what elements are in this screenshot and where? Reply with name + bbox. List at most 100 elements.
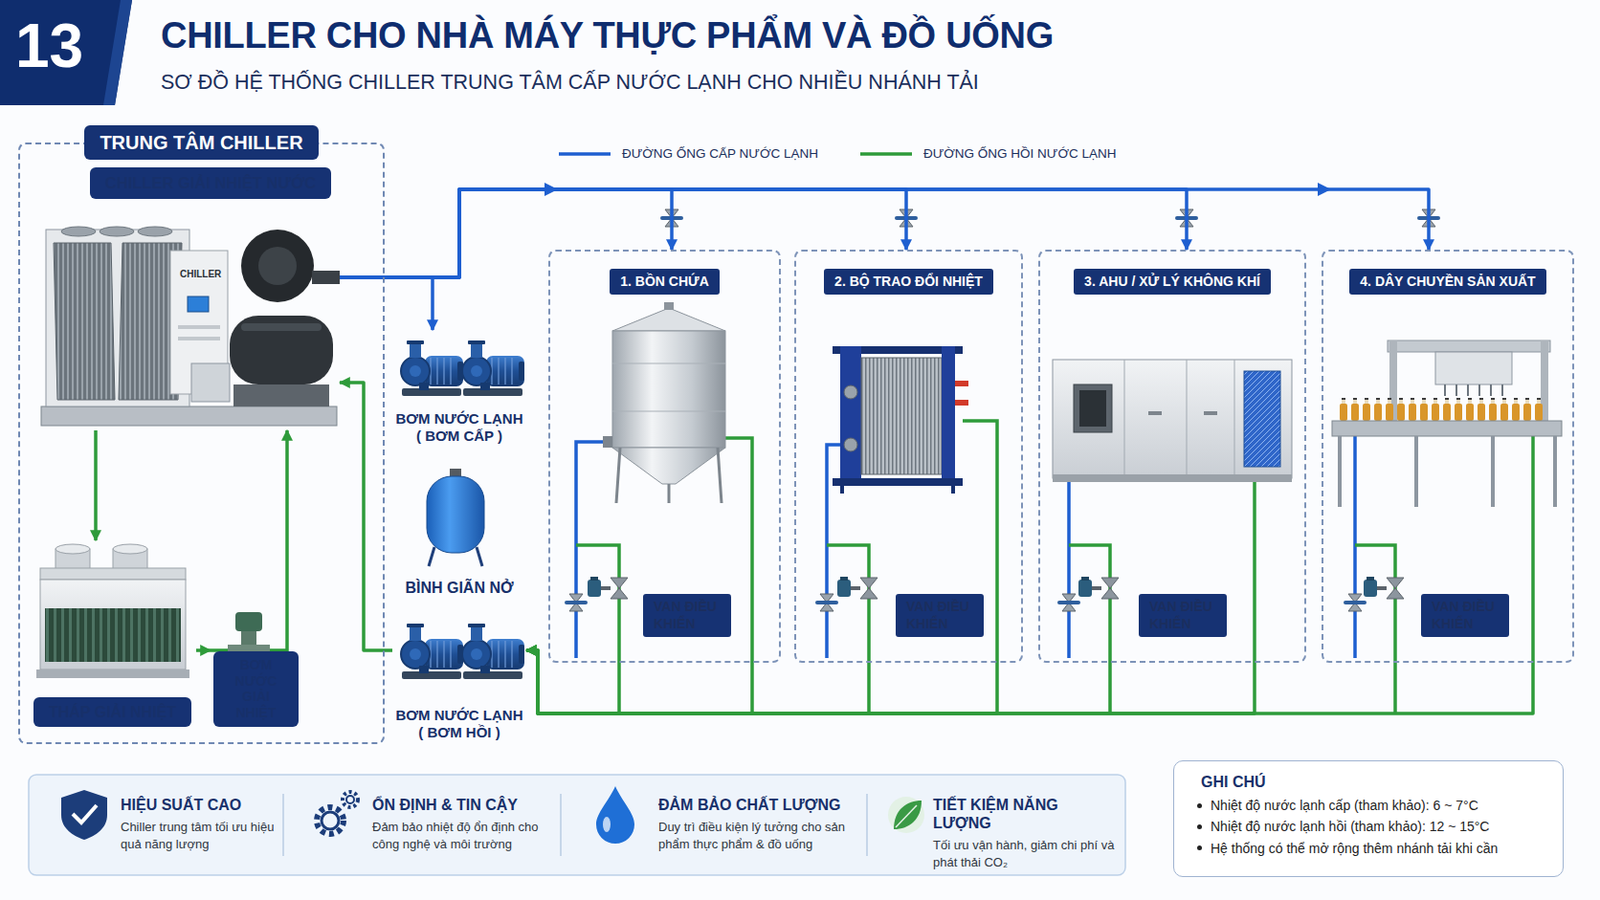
production-line-figure	[1337, 398, 1545, 422]
node-heading: BƠM NƯỚC GIẢI NHIỆT	[213, 651, 299, 728]
heat-exchanger-figure	[955, 380, 969, 387]
storage-tank-figure	[612, 447, 726, 485]
branch-valves	[587, 577, 628, 600]
return-pipe	[93, 430, 98, 541]
expansion-tank: BÌNH GIÃN NỞ	[392, 572, 527, 598]
heat-exchanger-figure	[955, 400, 969, 406]
node-text: ỔN ĐỊNH & TIN CẬY	[372, 797, 518, 814]
control-valve: VAN ĐIỀU KHIỂN	[1421, 577, 1510, 638]
control-valve: VAN ĐIỀU KHIỂN	[1138, 577, 1227, 638]
diagram-title: CHILLER CHO NHÀ MÁY THỰC PHẨM VÀ ĐỒ UỐNG	[160, 13, 1054, 60]
storage-tank-figure	[612, 331, 726, 448]
branch-valves	[1057, 594, 1081, 612]
leaf-icon	[888, 797, 925, 834]
node-heading: BƠM NƯỚC LẠNH ( BƠM HỒI )	[395, 707, 524, 742]
bullet-dot	[1197, 845, 1202, 851]
return-pipe	[285, 430, 289, 603]
feature-item: ĐẢM BẢO CHẤT LƯỢNG Duy trì điều kiện lý t…	[658, 796, 862, 853]
return-pipe	[196, 648, 211, 653]
node-heading: VAN ĐIỀU KHIỂN	[1138, 594, 1227, 638]
chiller-machine	[187, 296, 209, 312]
chiller-machine	[41, 406, 337, 426]
node-text: TRUNG TÂM CHILLER	[99, 132, 303, 154]
heat-exchanger-figure	[844, 438, 858, 452]
branch-pipes	[1066, 482, 1071, 659]
condenser-pump: BƠM NƯỚC GIẢI NHIỆT	[210, 602, 302, 728]
storage-tank-figure	[664, 302, 674, 311]
node-heading: GHI CHÚ	[1200, 774, 1548, 792]
cooling-tower: THÁP GIẢI NHIỆT	[28, 540, 197, 728]
node-text: BƠM NƯỚC GIẢI NHIỆT	[235, 657, 278, 721]
node-heading: TRUNG TÂM CHILLER	[84, 125, 318, 160]
ahu-figure	[1203, 411, 1218, 416]
return-pump: BƠM NƯỚC LẠNH ( BƠM HỒI )	[392, 617, 527, 742]
connectors	[95, 189, 1534, 714]
gears-icon	[342, 792, 358, 808]
heat-exchanger-figure	[861, 357, 942, 475]
leaf-icon	[893, 800, 922, 830]
supply-pipe	[339, 189, 907, 278]
node-body: Duy trì điều kiện lý tưởng cho sản phẩm …	[658, 819, 862, 853]
ahu-figure	[1073, 384, 1112, 433]
node-body: Nhiệt độ nước lạnh cấp (tham khảo): 6 ~ …	[1197, 795, 1548, 817]
expansion-tank-figure	[428, 547, 483, 567]
node-body: Đảm bảo nhiệt độ ổn định cho công nghệ v…	[372, 819, 555, 853]
gears-icon	[316, 792, 358, 835]
gears-icon	[321, 812, 339, 830]
cooling-tower-figure	[112, 544, 148, 555]
node-text: 1. BỒN CHỨA	[620, 273, 710, 289]
branch-pipes	[1531, 436, 1535, 664]
branch-pipes	[1252, 482, 1257, 664]
load-branch: 3. AHU / XỬ LÝ KHÔNG KHÍVAN ĐIỀU KHIỂN	[1038, 249, 1307, 664]
feature-panel	[28, 775, 1126, 876]
heat-exchanger-figure	[832, 346, 969, 494]
header-badge	[103, 0, 133, 106]
expansion-tank-figure	[426, 468, 485, 567]
node-heading: VAN ĐIỀU KHIỂN	[643, 594, 732, 638]
node-text: Hệ thống có thể mở rộng thêm nhánh tải k…	[1210, 838, 1498, 860]
section-number: 13	[15, 15, 84, 77]
supply-pipe	[339, 189, 672, 278]
drop-icon	[596, 786, 635, 845]
chiller-machine	[241, 323, 322, 332]
node-heading: BƠM NƯỚC LẠNH ( BƠM CẤP )	[395, 410, 524, 445]
node-text: Đảm bảo nhiệt độ ổn định cho công nghệ v…	[372, 820, 538, 852]
bullet-dot	[1197, 803, 1202, 809]
ahu-figure	[1148, 411, 1162, 416]
chilled-water-pumps	[462, 340, 525, 397]
subtitle: SƠ ĐỒ HỆ THỐNG CHILLER TRUNG TÂM CẤP NƯỚ…	[160, 69, 979, 96]
chilled-water-pumps	[400, 340, 464, 397]
branch-pipes	[826, 545, 869, 714]
branch-pipes	[826, 444, 841, 659]
node-text: Duy trì điều kiện lý tưởng cho sản phẩm …	[658, 820, 845, 852]
drop-icon	[602, 817, 611, 833]
legend-line	[558, 152, 611, 156]
supply-pipe	[339, 189, 1429, 278]
heat-exchanger-figure	[842, 486, 954, 494]
ahu-figure	[1052, 359, 1292, 479]
shield-icon	[61, 790, 108, 841]
chiller-machine	[45, 229, 190, 407]
header-badge	[0, 0, 133, 106]
shield-icon	[72, 805, 97, 823]
branch-pipes	[576, 442, 613, 659]
production-line-figure	[1444, 384, 1503, 397]
load-branch: 4. DÂY CHUYỀN SẢN XUẤTVAN ĐIỀU KHIỂN	[1321, 249, 1575, 664]
node-text: VAN ĐIỀU KHIỂN	[653, 599, 717, 632]
storage-tank-figure	[612, 363, 726, 412]
machine-badge: CHILLER	[179, 268, 222, 281]
branch-pipes	[576, 545, 620, 714]
node-text: 2. BỘ TRAO ĐỔI NHIỆT	[834, 273, 983, 289]
ahu-figure	[1052, 474, 1292, 483]
storage-tank-figure	[602, 302, 726, 504]
node-text: VAN ĐIỀU KHIỂN	[906, 599, 970, 632]
cooling-tower-figure	[44, 608, 181, 663]
node-heading: ĐẢM BẢO CHẤT LƯỢNG	[658, 796, 862, 815]
branch-valves	[837, 577, 878, 600]
chiller-machine	[41, 226, 340, 426]
chiller-machine	[229, 315, 334, 385]
leaf-icon	[895, 805, 917, 828]
control-valve: VAN ĐIỀU KHIỂN	[643, 577, 732, 638]
chiller-machine	[61, 226, 96, 237]
chiller-machine	[191, 363, 230, 402]
